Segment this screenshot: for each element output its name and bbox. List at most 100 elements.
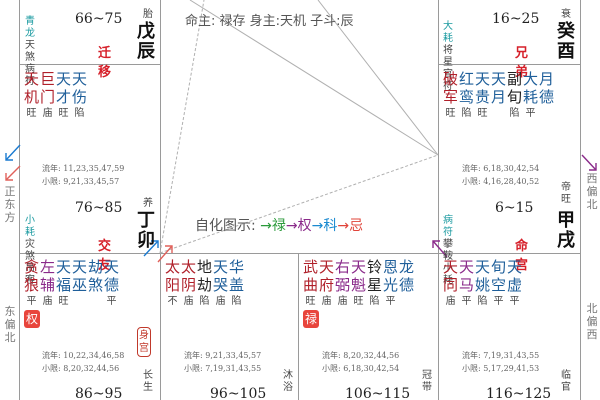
palace-name: 迁移 xyxy=(98,46,112,80)
star-zuofu[interactable]: 左辅庙 xyxy=(40,258,56,307)
age-range: 66~75 xyxy=(75,11,123,27)
star-tiancai[interactable]: 天才旺 xyxy=(56,70,72,119)
legend-quan: →权 xyxy=(285,218,312,234)
star-tanlang[interactable]: 贪狼平 xyxy=(24,258,40,307)
hua-quan-badge: 权 xyxy=(24,310,40,328)
palace-name: 兄弟 xyxy=(515,46,529,80)
direction-left-bottom: 东偏北 xyxy=(4,305,16,344)
star-dahao[interactable]: 大耗平 xyxy=(523,70,539,119)
age-range: 106~115 xyxy=(345,386,411,400)
grid-line xyxy=(438,0,439,400)
star-tiantong[interactable]: 天同庙 xyxy=(443,258,459,307)
xiaoxian: 小限: 8,20,32,44,56 xyxy=(42,364,120,373)
star-tianma[interactable]: 天马平 xyxy=(459,258,475,307)
life-stage: 衰 xyxy=(561,9,571,20)
life-stage: 沐浴 xyxy=(283,370,293,393)
hua-lu-badge: 禄 xyxy=(303,310,319,328)
star-list: 贪狼平 左辅庙 天福旺 天巫 劫煞 天德平 xyxy=(24,258,119,309)
star-fuxun[interactable]: 副旬陷 xyxy=(507,70,523,119)
xiaoxian: 小限: 7,19,31,43,55 xyxy=(184,364,262,373)
liunian: 流年: 9,21,33,45,57 xyxy=(184,351,262,360)
self-transform-legend: 自化图示: →禄→权→科→忌 xyxy=(195,215,363,235)
star-hongluan[interactable]: 红鸾陷 xyxy=(459,70,475,119)
star-jumen[interactable]: 巨门庙 xyxy=(40,70,56,119)
chart-header-info: 命主: 禄存 身主:天机 子斗:辰 xyxy=(185,14,354,29)
ganzhi: 甲戌 xyxy=(557,210,575,251)
star-wuqu[interactable]: 武曲旺 xyxy=(303,258,319,307)
star-taiyang[interactable]: 太阳不 xyxy=(165,258,181,307)
liunian: 流年: 11,23,35,47,59 xyxy=(42,164,125,173)
star-tianku[interactable]: 天哭庙 xyxy=(213,258,229,307)
direction-left-top: 正东方 xyxy=(4,185,16,224)
palace-gods: 小耗 灾煞 吊客 xyxy=(25,215,35,286)
star-dijie[interactable]: 地劫陷 xyxy=(197,258,213,307)
ganzhi: 癸酉 xyxy=(557,21,575,62)
grid-line xyxy=(19,253,580,254)
star-list: 天机旺 巨门庙 天才旺 天伤陷 xyxy=(24,70,87,121)
star-tiankui[interactable]: 天魁旺 xyxy=(351,258,367,307)
star-tianwu[interactable]: 天巫 xyxy=(72,258,88,294)
palace-gods: 大耗 将星 官符 xyxy=(443,21,453,92)
palace-name: 命宫 xyxy=(515,239,529,273)
star-yuede[interactable]: 月德 xyxy=(539,70,555,106)
outer-border-left xyxy=(19,0,20,400)
life-stage: 养 xyxy=(143,198,153,209)
star-list: 武曲旺 天府庙 右弼庙 天魁旺 铃星陷 恩光平 龙德 xyxy=(303,258,414,309)
star-list: 天同庙 天马平 天姚陷 旬空平 天虚平 xyxy=(443,258,522,309)
star-tianji[interactable]: 天机旺 xyxy=(24,70,40,119)
xiaoxian: 小限: 5,17,29,41,53 xyxy=(462,364,540,373)
legend-lu: →禄 xyxy=(260,218,286,234)
star-tianyue[interactable]: 天月 xyxy=(491,70,507,106)
liunian: 流年: 8,20,32,44,56 xyxy=(322,351,400,360)
grid-line xyxy=(438,64,580,65)
ganzhi: 戊辰 xyxy=(137,21,155,62)
age-range: 16~25 xyxy=(492,11,540,27)
palace-name: 交友 xyxy=(98,239,112,273)
star-tianyao[interactable]: 天姚陷 xyxy=(475,258,491,307)
star-jiesha[interactable]: 劫煞 xyxy=(88,258,104,294)
star-tianshang[interactable]: 天伤陷 xyxy=(72,70,88,119)
star-huagai[interactable]: 华盖陷 xyxy=(229,258,245,307)
age-range: 96~105 xyxy=(210,386,267,400)
legend-ke: →科 xyxy=(311,218,338,234)
xiaoxian: 小限: 9,21,33,45,57 xyxy=(42,177,120,186)
star-longde[interactable]: 龙德 xyxy=(399,258,415,294)
liunian: 流年: 6,18,30,42,54 xyxy=(462,164,540,173)
age-range: 76~85 xyxy=(75,200,123,216)
star-lingxing[interactable]: 铃星陷 xyxy=(367,258,383,307)
star-list: 太阳不 太阴庙 地劫陷 天哭庙 华盖陷 xyxy=(165,258,244,309)
star-taiyin[interactable]: 太阴庙 xyxy=(181,258,197,307)
star-tiande[interactable]: 天德平 xyxy=(104,258,120,307)
liunian: 流年: 10,22,34,46,58 xyxy=(42,351,125,360)
star-pojun[interactable]: 破军旺 xyxy=(443,70,459,119)
palace-gods: 病符 攀鞍 小耗 xyxy=(443,215,453,286)
outer-border-right xyxy=(580,0,581,400)
shen-gong-badge: 身宫 xyxy=(137,327,151,357)
life-stage: 帝旺 xyxy=(561,182,571,205)
star-list: 破军旺 红鸾陷 天贵旺 天月 副旬陷 大耗平 月德 xyxy=(443,70,554,121)
direction-right-bottom: 北偏西 xyxy=(586,302,598,341)
grid-line xyxy=(19,64,160,65)
star-tianfu-2[interactable]: 天府庙 xyxy=(319,258,335,307)
age-range: 86~95 xyxy=(75,386,123,400)
ganzhi: 丁卯 xyxy=(137,210,155,251)
legend-ji: →忌 xyxy=(337,218,364,234)
life-stage: 长生 xyxy=(143,370,153,393)
xiaoxian: 小限: 6,18,30,42,54 xyxy=(322,364,400,373)
xiaoxian: 小限: 4,16,28,40,52 xyxy=(462,177,540,186)
liunian: 流年: 7,19,31,43,55 xyxy=(462,351,540,360)
grid-line xyxy=(298,253,299,400)
life-stage: 胎 xyxy=(143,9,153,20)
star-enguang[interactable]: 恩光平 xyxy=(383,258,399,307)
star-youbi[interactable]: 右弼庙 xyxy=(335,258,351,307)
star-tiangui[interactable]: 天贵旺 xyxy=(475,70,491,119)
star-tianxu[interactable]: 天虚平 xyxy=(507,258,523,307)
direction-right-top: 西偏北 xyxy=(586,172,598,211)
legend-label: 自化图示: xyxy=(195,218,256,234)
age-range: 116~125 xyxy=(486,386,552,400)
star-tianfu[interactable]: 天福旺 xyxy=(56,258,72,307)
star-xunkong[interactable]: 旬空平 xyxy=(491,258,507,307)
life-stage: 临官 xyxy=(561,370,571,393)
